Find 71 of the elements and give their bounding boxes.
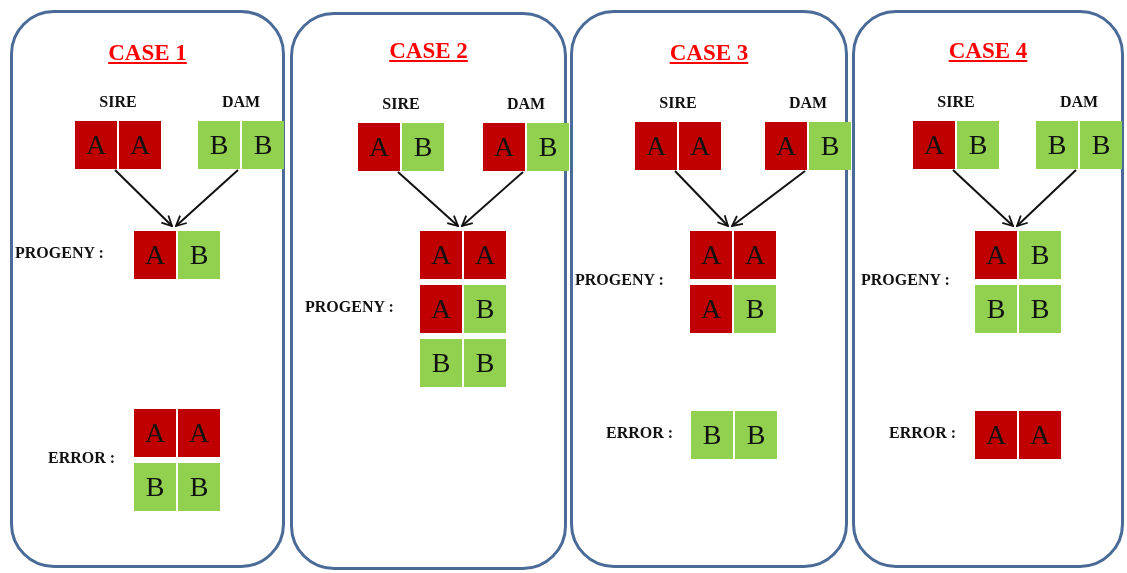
allele-square: A bbox=[483, 123, 525, 171]
allele-square: B bbox=[735, 411, 777, 459]
row-label: ERROR : bbox=[889, 424, 957, 442]
parent-label: DAM bbox=[505, 95, 547, 113]
allele-square: B bbox=[691, 411, 733, 459]
row-label: ERROR : bbox=[48, 449, 116, 467]
case-title: CASE 4 bbox=[947, 38, 1029, 64]
arrow bbox=[674, 170, 729, 227]
allele-square: B bbox=[527, 123, 569, 171]
allele-square: A bbox=[975, 411, 1017, 459]
case-title: CASE 2 bbox=[388, 38, 469, 64]
allele-square: B bbox=[809, 122, 851, 170]
allele-square: A bbox=[134, 409, 176, 457]
allele-square: B bbox=[734, 285, 776, 333]
row-label: ERROR : bbox=[606, 424, 674, 442]
allele-square: A bbox=[134, 231, 176, 279]
allele-square: A bbox=[635, 122, 677, 170]
allele-square: A bbox=[690, 231, 732, 279]
allele-square: A bbox=[975, 231, 1017, 279]
allele-square: A bbox=[734, 231, 776, 279]
arrow bbox=[114, 169, 173, 227]
allele-square: B bbox=[1019, 231, 1061, 279]
arrow bbox=[731, 170, 806, 227]
allele-square: A bbox=[119, 121, 161, 169]
parent-label: SIRE bbox=[381, 95, 421, 113]
case-title: CASE 1 bbox=[107, 40, 188, 66]
row-label: PROGENY : bbox=[861, 271, 950, 289]
arrow bbox=[1016, 169, 1077, 227]
allele-square: A bbox=[690, 285, 732, 333]
arrow bbox=[461, 171, 524, 227]
parent-label: DAM bbox=[220, 93, 262, 111]
allele-square: A bbox=[420, 285, 462, 333]
parent-label: DAM bbox=[1058, 93, 1100, 111]
row-label: PROGENY : bbox=[575, 271, 664, 289]
allele-square: B bbox=[464, 285, 506, 333]
allele-square: B bbox=[402, 123, 444, 171]
row-label: PROGENY : bbox=[15, 244, 104, 262]
parent-label: SIRE bbox=[936, 93, 976, 111]
allele-square: A bbox=[1019, 411, 1061, 459]
allele-square: B bbox=[420, 339, 462, 387]
arrow bbox=[952, 169, 1014, 227]
allele-square: A bbox=[913, 121, 955, 169]
allele-square: A bbox=[464, 231, 506, 279]
allele-square: B bbox=[242, 121, 284, 169]
parent-label: DAM bbox=[787, 94, 829, 112]
case-panel bbox=[290, 12, 567, 570]
allele-square: A bbox=[420, 231, 462, 279]
allele-square: B bbox=[198, 121, 240, 169]
allele-square: A bbox=[75, 121, 117, 169]
allele-square: A bbox=[178, 409, 220, 457]
allele-square: B bbox=[464, 339, 506, 387]
arrow bbox=[175, 169, 239, 227]
allele-square: B bbox=[178, 231, 220, 279]
case-panel bbox=[10, 10, 285, 568]
allele-square: B bbox=[1019, 285, 1061, 333]
case-panel bbox=[570, 10, 848, 568]
allele-square: B bbox=[134, 463, 176, 511]
allele-square: B bbox=[178, 463, 220, 511]
parent-label: SIRE bbox=[98, 93, 138, 111]
case-panel bbox=[852, 10, 1124, 568]
allele-square: B bbox=[1036, 121, 1078, 169]
arrow bbox=[397, 171, 459, 227]
allele-square: B bbox=[1080, 121, 1122, 169]
row-label: PROGENY : bbox=[305, 298, 394, 316]
allele-square: B bbox=[957, 121, 999, 169]
allele-square: B bbox=[975, 285, 1017, 333]
case-title: CASE 3 bbox=[668, 40, 750, 66]
allele-square: A bbox=[679, 122, 721, 170]
allele-square: A bbox=[358, 123, 400, 171]
allele-square: A bbox=[765, 122, 807, 170]
parent-label: SIRE bbox=[658, 94, 698, 112]
